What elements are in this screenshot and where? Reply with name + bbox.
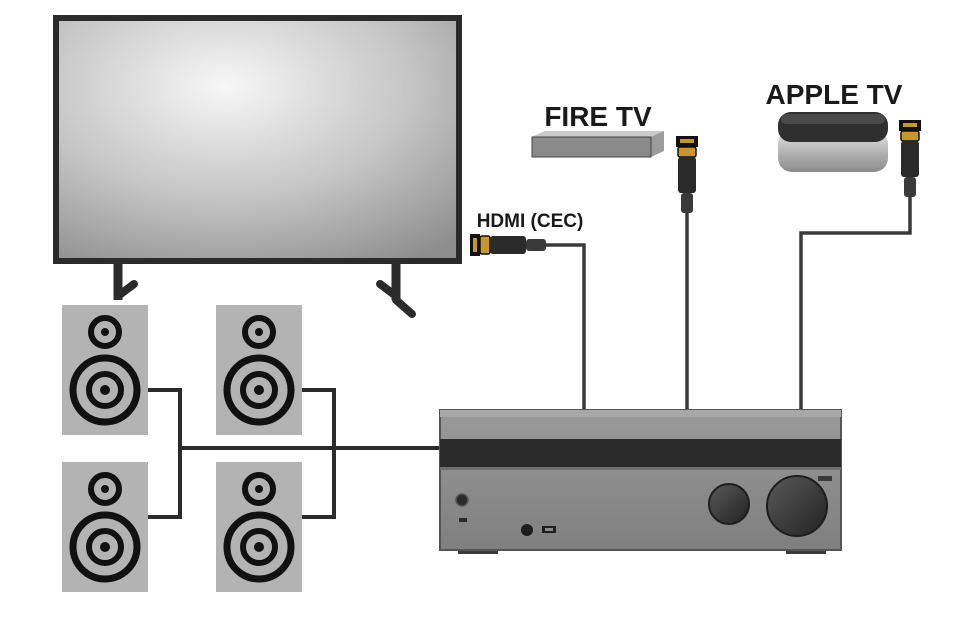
hdmi-plug-icon: [899, 120, 921, 197]
hdmi-plug-icon: [676, 136, 698, 213]
apple-tv-icon: [778, 112, 888, 172]
speaker-tweeter-icon: [88, 315, 122, 349]
hdmi-cec-label: HDMI (CEC): [477, 211, 584, 232]
speaker-woofer-icon: [223, 354, 295, 426]
speaker-front-right: [216, 305, 302, 435]
hdmi-cables: [546, 196, 912, 410]
speaker-tweeter-icon: [88, 472, 122, 506]
fire-tv-icon: [531, 131, 664, 158]
av-receiver-icon: [439, 409, 842, 554]
speaker-woofer-icon: [69, 511, 141, 583]
speaker-tweeter-icon: [242, 472, 276, 506]
speaker-front-left: [62, 305, 148, 435]
headphone-jack-icon: [521, 524, 533, 536]
receiver-display-band: [440, 439, 841, 467]
fire-tv-label: FIRE TV: [544, 101, 652, 132]
tv-icon: [53, 15, 462, 318]
speaker-rear-right: [216, 462, 302, 592]
hdmi-plug-icon: [470, 234, 546, 256]
tv-screen: [53, 15, 462, 264]
input-knob-icon: [708, 483, 750, 525]
speaker-wires: [148, 388, 440, 519]
volume-knob-icon: [766, 475, 828, 537]
speaker-woofer-icon: [223, 511, 295, 583]
power-button-icon: [455, 493, 469, 507]
speaker-woofer-icon: [69, 354, 141, 426]
speaker-tweeter-icon: [242, 315, 276, 349]
speaker-rear-left: [62, 462, 148, 592]
apple-tv-label: APPLE TV: [766, 79, 903, 110]
